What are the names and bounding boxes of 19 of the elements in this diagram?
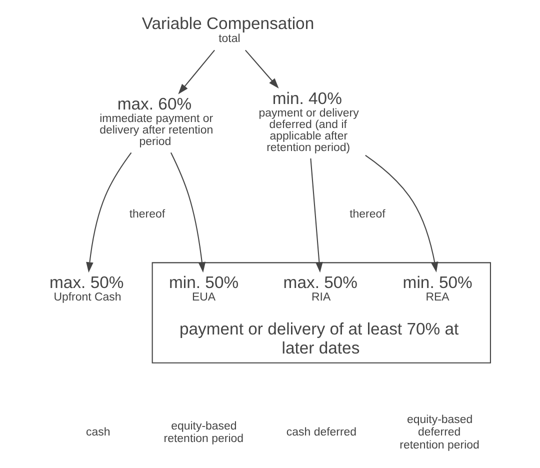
arrow	[86, 152, 132, 273]
arrow	[170, 152, 206, 273]
label: equity-based deferred retention period	[400, 414, 480, 452]
node-text: min. 40% payment or delivery deferred (and if applicable after retention period)	[258, 88, 359, 154]
label: thereof	[350, 208, 386, 221]
node-text: min. 50% REA	[402, 273, 472, 304]
node-text: min. 50% EUA	[169, 273, 239, 304]
label: cash deferred	[286, 426, 357, 439]
arrow	[365, 154, 438, 272]
label: equity-based retention period	[164, 420, 244, 446]
arrow	[245, 50, 279, 89]
label: cash	[86, 426, 110, 439]
node-text: max. 50% RIA	[283, 273, 358, 304]
label: thereof	[129, 208, 166, 221]
node-text: max. 50% Upfront Cash	[50, 273, 124, 304]
node-text: max. 60% immediate payment or delivery after retention period	[100, 94, 214, 148]
node-text: Variable Compensation total	[142, 14, 314, 45]
arrow	[178, 50, 215, 94]
arrow	[310, 158, 323, 273]
